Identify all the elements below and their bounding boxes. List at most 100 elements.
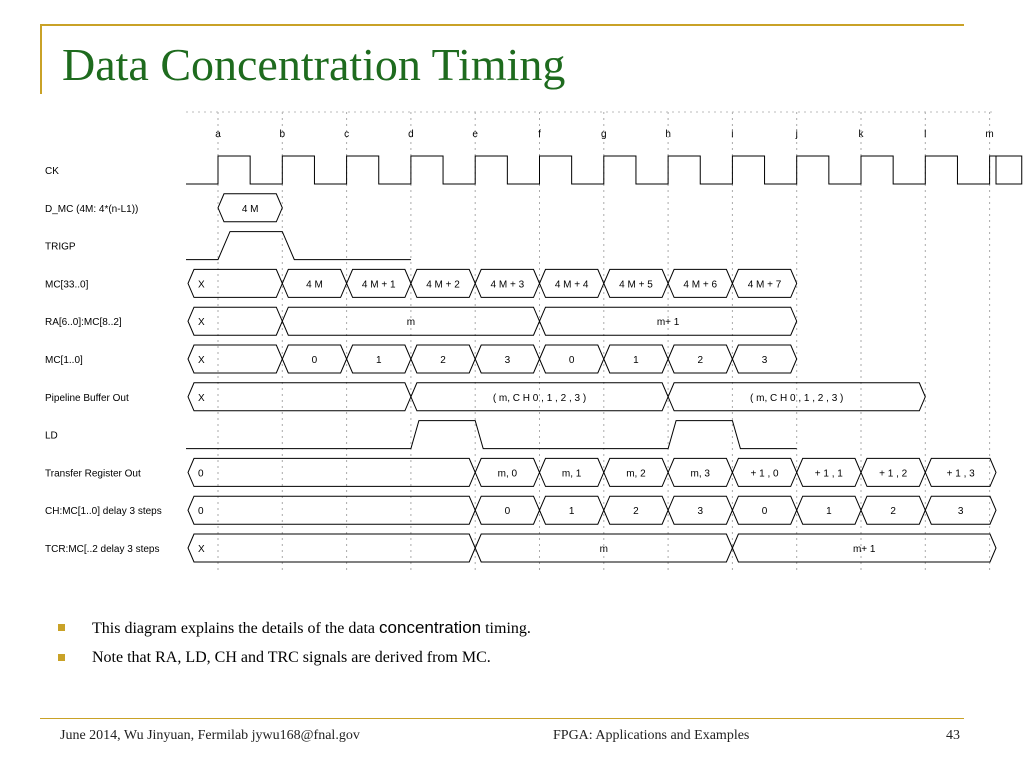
signal-name: D_MC (4M: 4*(n-L1)) (45, 204, 138, 215)
bus-value-label: 2 (697, 355, 703, 366)
bullet-text: This diagram explains the details of the… (92, 620, 380, 637)
bus-value-label: + 1 , 1 (815, 468, 844, 479)
bus-value-segment (217, 193, 283, 223)
bus-value-label: 2 (633, 506, 639, 517)
bus-value-segment (538, 306, 798, 336)
clock-edge-label: l (924, 129, 926, 140)
bus-value-label: m+ 1 (657, 317, 680, 328)
bus-value-segment (667, 382, 926, 412)
bus-value-label: m, 2 (626, 468, 646, 479)
signal-name: MC[1..0] (45, 355, 83, 366)
signal-name: MC[33..0] (45, 279, 89, 290)
bus-value-segment (187, 533, 476, 563)
bus-value-label: 0 (505, 506, 511, 517)
bus-value-label: 4 M + 3 (491, 279, 525, 290)
bus-value-label: 4 M + 4 (555, 279, 589, 290)
bus-value-label: + 1 , 0 (751, 468, 780, 479)
bus-value-label: X (198, 393, 205, 404)
bullet-square-icon (58, 654, 65, 661)
bus-value-label: 2 (890, 506, 896, 517)
bus-value-label: + 1 , 2 (879, 468, 908, 479)
clock-edge-label: b (280, 129, 286, 140)
trigp-waveform (186, 231, 411, 261)
bus-value-segment (731, 344, 798, 374)
bus-value-label: 1 (376, 355, 382, 366)
bus-value-label: 3 (697, 506, 703, 517)
clock-edge-label: d (408, 129, 414, 140)
top-rule (40, 24, 964, 26)
bullet-item: This diagram explains the details of the… (58, 616, 531, 646)
bus-value-label: 2 (440, 355, 446, 366)
signal-name: TRIGP (45, 242, 76, 253)
bus-value-segment (924, 495, 997, 525)
bus-value-label: 3 (505, 355, 511, 366)
clock-edge-label: a (215, 129, 221, 140)
bus-value-segment (731, 533, 997, 563)
bus-value-label: X (198, 355, 205, 366)
bus-value-segment (187, 457, 476, 487)
clock-edge-label: f (538, 129, 541, 140)
signal-name: TCR:MC[..2 delay 3 steps (45, 544, 159, 555)
clock-edge-label: c (344, 129, 349, 140)
bus-value-segment (187, 382, 412, 412)
footer-course: FPGA: Applications and Examples (553, 728, 750, 743)
bullet-text: Note that RA, LD, CH and TRC signals are… (92, 649, 491, 666)
footer-author: June 2014, Wu Jinyuan, Fermilab jywu168@… (60, 728, 360, 743)
bus-value-segment (187, 495, 476, 525)
clock-edge-label: m (985, 129, 993, 140)
bus-value-label: m+ 1 (853, 544, 876, 555)
bullet-item: Note that RA, LD, CH and TRC signals are… (58, 646, 531, 676)
footer-page-number: 43 (946, 728, 960, 743)
footer-rule (40, 718, 964, 719)
signal-name: Transfer Register Out (45, 468, 141, 479)
signal-name: RA[6..0]:MC[8..2] (45, 317, 122, 328)
bus-value-segment (924, 457, 997, 487)
bus-value-label: + 1 , 3 (947, 468, 976, 479)
bus-value-label: 1 (569, 506, 575, 517)
bus-value-label: 0 (569, 355, 575, 366)
title-accent-bar (40, 24, 42, 94)
bus-value-label: m, 3 (691, 468, 711, 479)
bus-value-label: m (600, 544, 608, 555)
clock-edge-label: h (665, 129, 671, 140)
bus-value-label: 4 M + 5 (619, 279, 653, 290)
ld-waveform (186, 420, 797, 450)
bus-value-segment (731, 268, 798, 298)
signal-name: CH:MC[1..0] delay 3 steps (45, 506, 162, 517)
clock-edge-label: e (472, 129, 478, 140)
signal-name: Pipeline Buffer Out (45, 393, 129, 404)
bus-value-label: m (407, 317, 415, 328)
bus-value-label: 1 (826, 506, 832, 517)
bus-value-label: 4 M + 7 (748, 279, 782, 290)
slide-title: Data Concentration Timing (62, 39, 566, 90)
bus-value-label: 0 (762, 506, 768, 517)
bus-value-label: 3 (958, 506, 964, 517)
bus-value-label: 4 M (242, 204, 259, 215)
clock-edge-label: i (731, 129, 733, 140)
bus-value-label: X (198, 317, 205, 328)
clock-edge-label: k (859, 129, 865, 140)
signal-name: LD (45, 431, 58, 442)
bus-value-label: 4 M + 2 (426, 279, 460, 290)
bullet-square-icon (58, 624, 65, 631)
bus-value-label: 0 (312, 355, 318, 366)
bus-value-label: 0 (198, 468, 204, 479)
bullet-text-end: timing. (481, 620, 531, 637)
bus-value-label: 1 (633, 355, 639, 366)
clock-edge-label: g (601, 129, 607, 140)
bus-value-label: X (198, 279, 205, 290)
bus-value-label: ( m, C H 0 , 1 , 2 , 3 ) (493, 393, 586, 404)
bus-value-label: 4 M (306, 279, 323, 290)
bullet-list: This diagram explains the details of the… (58, 616, 531, 676)
bus-value-label: m, 0 (498, 468, 518, 479)
bus-value-label: 3 (762, 355, 768, 366)
bus-value-label: X (198, 544, 205, 555)
signal-name: CK (45, 166, 59, 177)
bus-value-label: 4 M + 1 (362, 279, 396, 290)
bullet-emphasis: concentration (379, 618, 482, 637)
bus-value-label: 0 (198, 506, 204, 517)
bus-value-label: m, 1 (562, 468, 582, 479)
bus-value-label: 4 M + 6 (683, 279, 717, 290)
